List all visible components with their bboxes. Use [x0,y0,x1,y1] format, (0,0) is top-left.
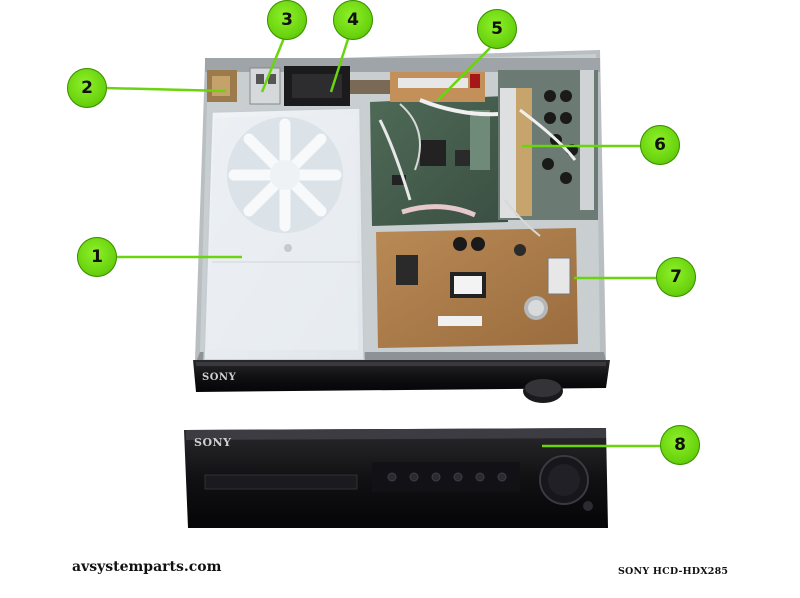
callout-6: 6 [640,125,680,165]
main-pcb [370,96,508,226]
callout-4: 4 [333,0,373,40]
leader-lines [104,35,660,448]
power-supply-board [376,199,578,348]
callout-8: 8 [660,425,700,465]
callout-3: 3 [267,0,307,40]
input-board [390,72,521,117]
model-label: SONY HCD-HDX285 [618,566,729,577]
website-label: avsystemparts.com [72,559,222,575]
leader-line-3 [260,37,286,93]
leader-line-5 [437,47,491,101]
front-panel [184,428,608,528]
callout-2: 2 [67,68,107,108]
chassis-sony-logo: SONY [202,372,237,383]
leader-line-2 [104,86,227,93]
shield-cover [203,107,365,361]
attached-front-panel [193,360,610,403]
leader-line-4 [329,35,351,93]
panel-sony-logo: SONY [194,436,232,449]
callout-1: 1 [77,237,117,277]
callout-7: 7 [656,257,696,297]
callout-5: 5 [477,9,517,49]
